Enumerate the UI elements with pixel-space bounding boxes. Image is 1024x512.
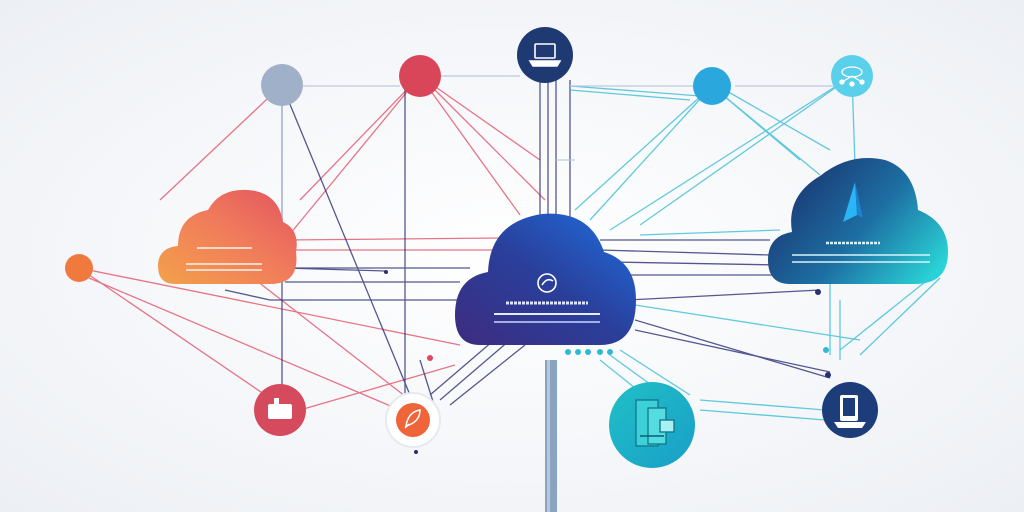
cloud-left-text-lines	[186, 247, 262, 271]
cloud-center-logo-icon	[537, 273, 557, 293]
node-laptop[interactable]	[517, 27, 573, 83]
phone-icon	[834, 395, 866, 428]
cloud-right[interactable]	[768, 158, 948, 284]
node-phone[interactable]	[822, 382, 878, 438]
support-pole	[545, 360, 557, 512]
node-blue[interactable]	[693, 67, 731, 105]
network-icon	[839, 66, 865, 87]
cloud-center[interactable]	[455, 213, 636, 355]
node-gray[interactable]	[261, 64, 303, 106]
lock-icon	[268, 398, 292, 419]
server-icon	[635, 399, 675, 447]
rocket-icon	[404, 409, 421, 429]
node-network[interactable]	[831, 55, 873, 97]
rocket-fin-icon	[843, 182, 863, 222]
cloud-right-text-lines	[792, 241, 930, 263]
cloud-center-text-lines	[494, 301, 600, 323]
node-orange-left[interactable]	[65, 254, 93, 282]
node-lock[interactable]	[254, 384, 306, 436]
connector-dots	[384, 270, 831, 378]
cloud-center-ports	[565, 349, 613, 355]
node-red-top[interactable]	[399, 55, 441, 97]
cloud-left[interactable]	[158, 189, 297, 284]
laptop-icon	[528, 43, 562, 67]
node-server[interactable]	[609, 382, 695, 468]
node-rocket[interactable]	[385, 392, 441, 454]
